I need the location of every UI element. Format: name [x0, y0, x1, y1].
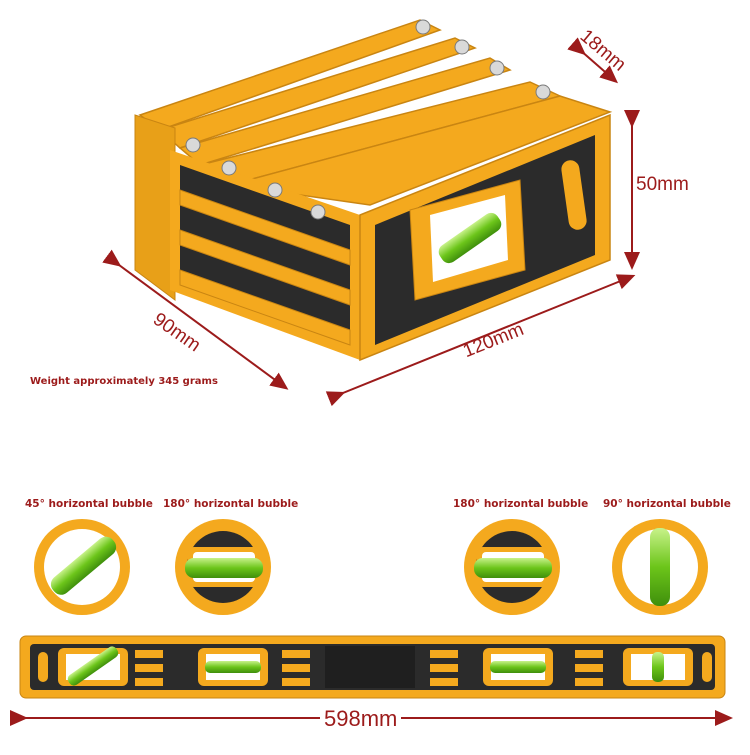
bubble-label-180-left: 180° horizontal bubble: [163, 498, 299, 510]
unfolded-level: [19, 635, 726, 699]
bubble-90-detail: [612, 519, 708, 615]
height-label: 50mm: [636, 174, 689, 195]
bubble-label-180-right: 180° horizontal bubble: [453, 498, 589, 510]
dimension-lines: [102, 37, 640, 407]
bubble-label-90: 90° horizontal bubble: [603, 498, 731, 510]
bubble-180-right-detail: [464, 519, 560, 615]
folded-level: [134, 19, 613, 362]
bubble-closeups: [34, 519, 708, 615]
bubble-180-left-detail: [175, 519, 271, 615]
bubble-label-45: 45° horizontal bubble: [25, 498, 153, 510]
unfolded-length-label: 598mm: [320, 706, 402, 732]
bubble-45-detail: [34, 519, 130, 615]
weight-note: Weight approximately 345 grams: [30, 376, 218, 387]
